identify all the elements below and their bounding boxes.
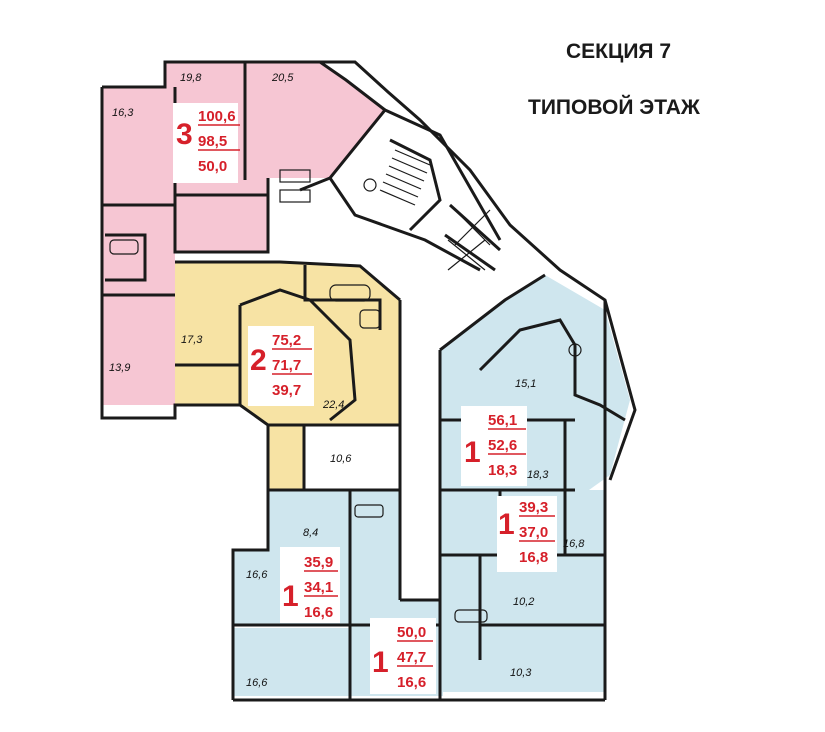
room-area: 20,5 <box>271 72 294 84</box>
walls <box>100 60 637 702</box>
total-area: 100,6 <box>198 108 236 125</box>
total-area: 35,9 <box>304 554 333 571</box>
total-area: 56,1 <box>488 412 517 429</box>
apartment-3-zone <box>102 62 385 405</box>
living-area: 34,1 <box>304 579 333 596</box>
apartment-3-fill <box>102 62 385 405</box>
living-area: 37,0 <box>519 524 548 541</box>
total-area: 39,3 <box>519 499 548 516</box>
room-area: 13,9 <box>109 362 130 374</box>
living-area: 98,5 <box>198 133 227 150</box>
room-area: 16,6 <box>397 674 426 691</box>
room-area: 50,0 <box>198 158 227 175</box>
room-area: 16,6 <box>246 569 268 581</box>
room-area: 15,1 <box>515 378 536 390</box>
room-area: 16,6 <box>246 677 268 689</box>
room-area: 10,2 <box>513 596 534 608</box>
room-area: 16,8 <box>563 538 585 550</box>
room-area-labels: 19,8 20,5 16,3 17,3 13,9 22,4 10,6 8,4 1… <box>109 72 585 689</box>
room-count: 1 <box>372 646 389 679</box>
apartment-1-label: 1 35,9 34,1 16,6 <box>280 547 340 623</box>
room-count: 2 <box>250 344 267 377</box>
apartment-3-wing <box>102 262 175 405</box>
room-count: 3 <box>176 118 193 151</box>
floor-title: ТИПОВОЙ ЭТАЖ <box>528 96 700 119</box>
room-area: 8,4 <box>303 527 318 539</box>
room-area: 17,3 <box>181 334 203 346</box>
room-count: 1 <box>464 436 481 469</box>
room-count: 1 <box>498 508 515 541</box>
total-area: 75,2 <box>272 332 301 349</box>
stair-hatch <box>379 149 491 271</box>
apartment-1-label: 1 39,3 37,0 16,8 <box>497 496 557 572</box>
room-area: 16,6 <box>304 604 333 621</box>
total-area: 50,0 <box>397 624 426 641</box>
corridor-fill <box>268 110 545 600</box>
living-area: 52,6 <box>488 437 517 454</box>
room-area: 16,8 <box>519 549 548 566</box>
room-area: 18,3 <box>488 462 517 479</box>
room-area: 22,4 <box>322 399 344 411</box>
apartment-1-label: 1 50,0 47,7 16,6 <box>370 618 436 694</box>
room-area: 18,3 <box>527 469 549 481</box>
room-area: 10,3 <box>510 667 532 679</box>
fixtures <box>109 169 582 623</box>
room-area: 10,6 <box>330 453 352 465</box>
living-area: 71,7 <box>272 357 301 374</box>
apartment-2-label: 2 75,2 71,7 39,7 <box>248 326 314 406</box>
apartment-1-label: 1 56,1 52,6 18,3 <box>461 406 527 486</box>
section-title: СЕКЦИЯ 7 <box>566 40 672 63</box>
apartment-3-label: 3 100,6 98,5 50,0 <box>173 103 240 183</box>
room-area: 19,8 <box>180 72 202 84</box>
corridor-core <box>268 110 545 600</box>
room-area: 39,7 <box>272 382 301 399</box>
living-area: 47,7 <box>397 649 426 666</box>
room-area: 16,3 <box>112 107 134 119</box>
room-count: 1 <box>282 580 299 613</box>
apartment-1c-fill <box>440 620 605 692</box>
